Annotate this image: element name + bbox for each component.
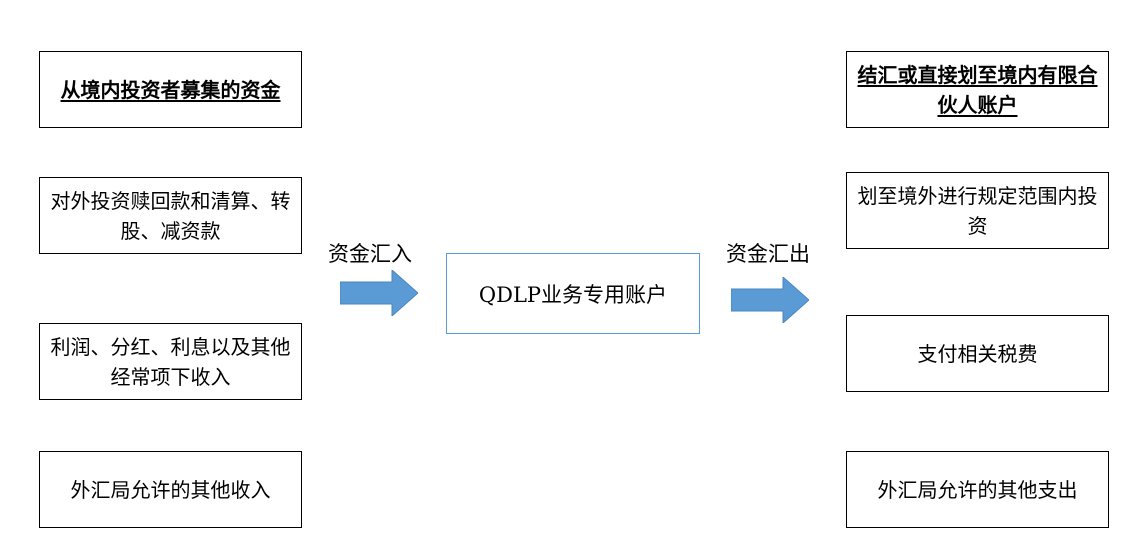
right-heading-box: 结汇或直接划至境内有限合伙人账户 — [846, 51, 1109, 128]
left-heading-text: 从境内投资者募集的资金 — [60, 77, 281, 102]
left-item-box-3: 外汇局允许的其他收入 — [39, 451, 302, 528]
right-heading-text: 结汇或直接划至境内有限合伙人账户 — [857, 62, 1098, 117]
outflow-label: 资金汇出 — [726, 242, 810, 266]
left-item-text-2: 利润、分红、利息以及其他经常项下收入 — [50, 334, 291, 389]
inflow-label: 资金汇入 — [328, 242, 412, 266]
right-item-box-1: 划至境外进行规定范围内投资 — [846, 172, 1109, 249]
right-item-text-3: 外汇局允许的其他支出 — [877, 477, 1078, 502]
outflow-arrow-icon — [731, 277, 809, 323]
left-item-text-3: 外汇局允许的其他收入 — [70, 477, 271, 502]
left-item-box-2: 利润、分红、利息以及其他经常项下收入 — [39, 323, 302, 400]
qdlp-account-label: QDLP业务专用账户 — [478, 282, 668, 307]
qdlp-account-box: QDLP业务专用账户 — [446, 253, 700, 334]
inflow-arrow-icon — [340, 270, 418, 316]
right-item-box-2: 支付相关税费 — [846, 315, 1109, 392]
left-heading-box: 从境内投资者募集的资金 — [39, 51, 302, 128]
right-item-box-3: 外汇局允许的其他支出 — [846, 451, 1109, 528]
right-item-text-1: 划至境外进行规定范围内投资 — [857, 183, 1098, 238]
left-item-text-1: 对外投资赎回款和清算、转股、减资款 — [50, 188, 291, 243]
right-item-text-2: 支付相关税费 — [917, 341, 1038, 366]
left-item-box-1: 对外投资赎回款和清算、转股、减资款 — [39, 177, 302, 254]
